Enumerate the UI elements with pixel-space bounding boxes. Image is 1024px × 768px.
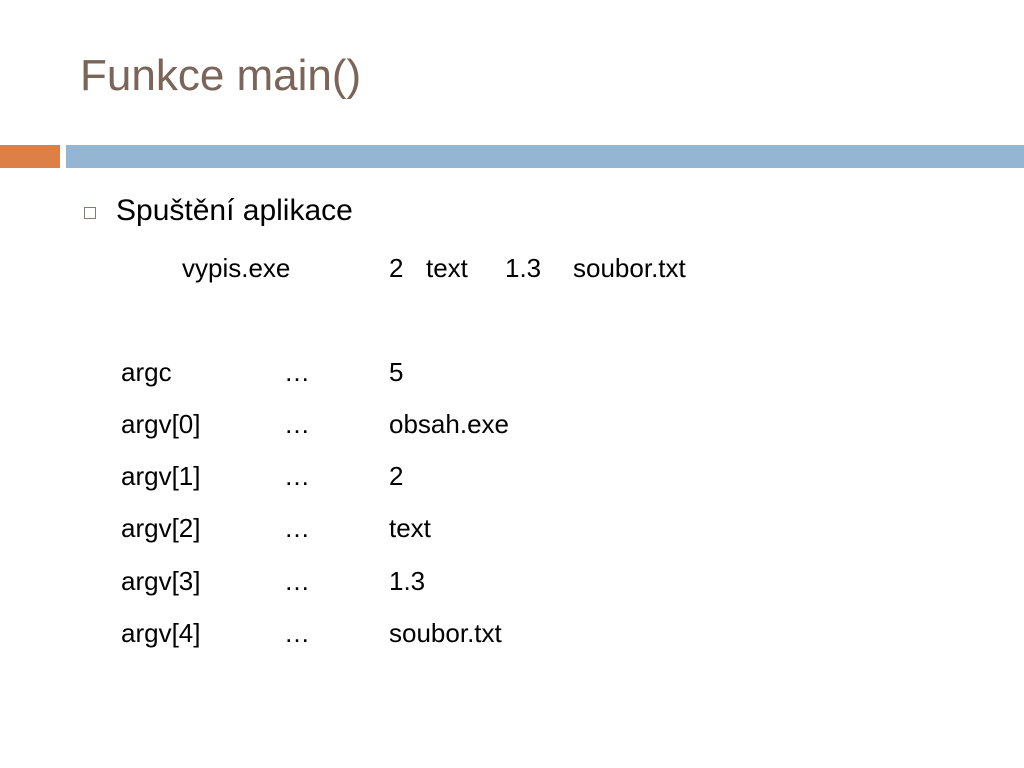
table-row-value: 1.3 (389, 566, 426, 596)
command-arg-3: 1.3 (505, 253, 542, 283)
table-row-sep: … (284, 566, 310, 596)
table-row-value: 5 (389, 357, 404, 387)
table-row-sep: … (284, 513, 310, 543)
table-row-name: argv[3] (121, 566, 201, 596)
table-row-value: text (389, 513, 431, 543)
bullet-text: Spuštění aplikace (116, 194, 353, 227)
slide-title: Funkce main() (80, 51, 362, 100)
table-row-sep: … (284, 461, 310, 491)
table-row-value: obsah.exe (389, 409, 509, 439)
table-row-value: 2 (389, 461, 404, 491)
command-arg-4: soubor.txt (573, 253, 686, 283)
table-row-sep: … (284, 618, 310, 648)
table-row-name: argv[4] (121, 618, 201, 648)
command-arg-1: 2 (389, 253, 404, 283)
title-divider-bar (66, 145, 1024, 168)
table-row-sep: … (284, 357, 310, 387)
accent-bar (0, 145, 60, 168)
table-row-sep: … (284, 409, 310, 439)
command-program: vypis.exe (182, 253, 291, 283)
table-row-name: argv[2] (121, 513, 201, 543)
command-arg-2: text (426, 253, 468, 283)
hollow-square-bullet-icon (84, 207, 96, 219)
table-row-name: argv[1] (121, 461, 201, 491)
table-row-value: soubor.txt (389, 618, 502, 648)
table-row-name: argv[0] (121, 409, 201, 439)
table-row-name: argc (121, 357, 172, 387)
